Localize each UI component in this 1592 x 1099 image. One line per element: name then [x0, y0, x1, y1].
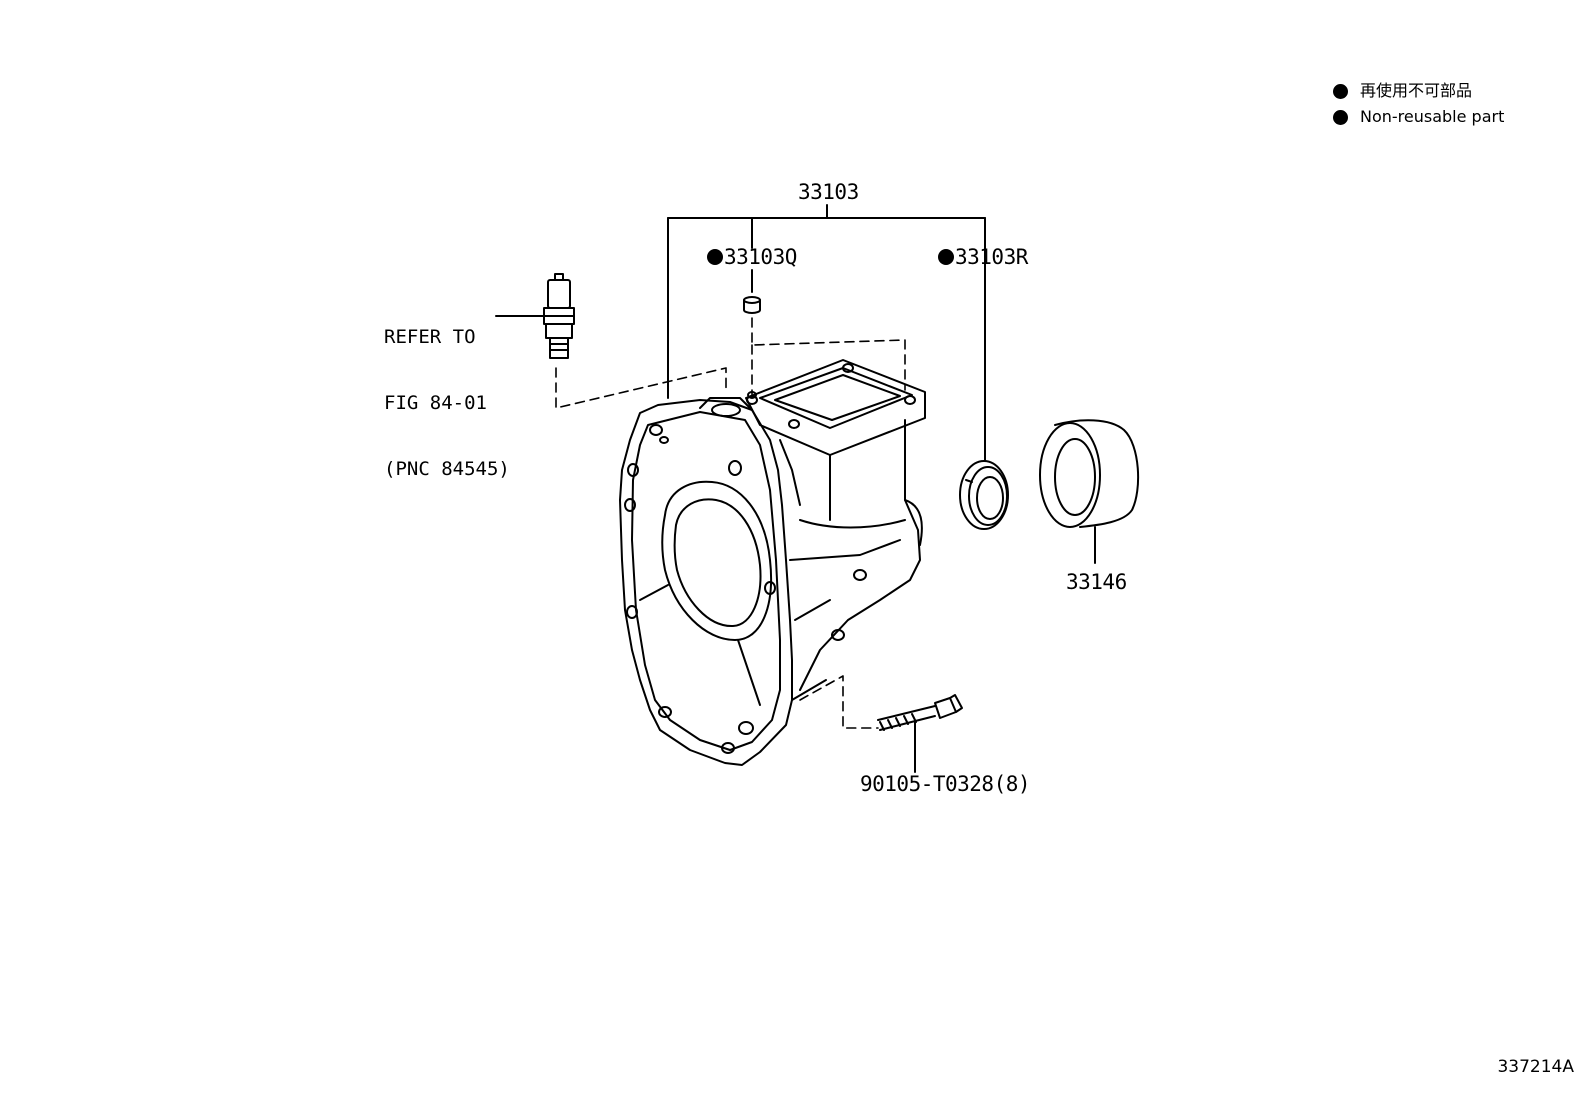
legend-row: 再使用不可部品	[1333, 78, 1504, 104]
non-reusable-dot-icon	[1333, 83, 1348, 99]
part-number-sleeve[interactable]: 33146	[1066, 570, 1127, 594]
refer-note-line3: (PNC 84545)	[384, 458, 510, 480]
oil-seal-icon	[959, 460, 1009, 530]
part-number-plug-text: 33103Q	[724, 245, 797, 269]
plug-icon	[743, 296, 761, 314]
non-reusable-dot-icon	[1333, 109, 1348, 125]
bolt-icon	[877, 694, 963, 773]
legend-text-en: Non-reusable part	[1360, 107, 1505, 126]
non-reusable-dot-icon	[707, 249, 723, 265]
refer-note-line1: REFER TO	[384, 326, 476, 348]
transfer-case-housing-icon	[619, 359, 926, 766]
legend: 再使用不可部品 Non-reusable part	[1333, 78, 1504, 130]
non-reusable-dot-icon	[938, 249, 954, 265]
case-bracket-lines	[667, 204, 986, 461]
part-number-seal-text: 33103R	[955, 245, 1028, 269]
part-number-plug[interactable]: 33103Q	[707, 245, 797, 269]
legend-row: Non-reusable part	[1333, 104, 1504, 130]
refer-note: REFER TO FIG 84-01 (PNC 84545)	[384, 282, 510, 502]
legend-text-jp: 再使用不可部品	[1360, 81, 1473, 100]
sleeve-icon	[1039, 419, 1140, 564]
assembly-dashed-lines	[555, 317, 906, 729]
part-number-case[interactable]: 33103	[798, 180, 859, 204]
sensor-icon	[495, 273, 575, 359]
refer-note-line2: FIG 84-01	[384, 392, 487, 414]
part-number-bolt[interactable]: 90105-T0328(8)	[860, 772, 1031, 796]
part-number-seal[interactable]: 33103R	[938, 245, 1028, 269]
figure-id: 337214A	[1497, 1057, 1574, 1077]
